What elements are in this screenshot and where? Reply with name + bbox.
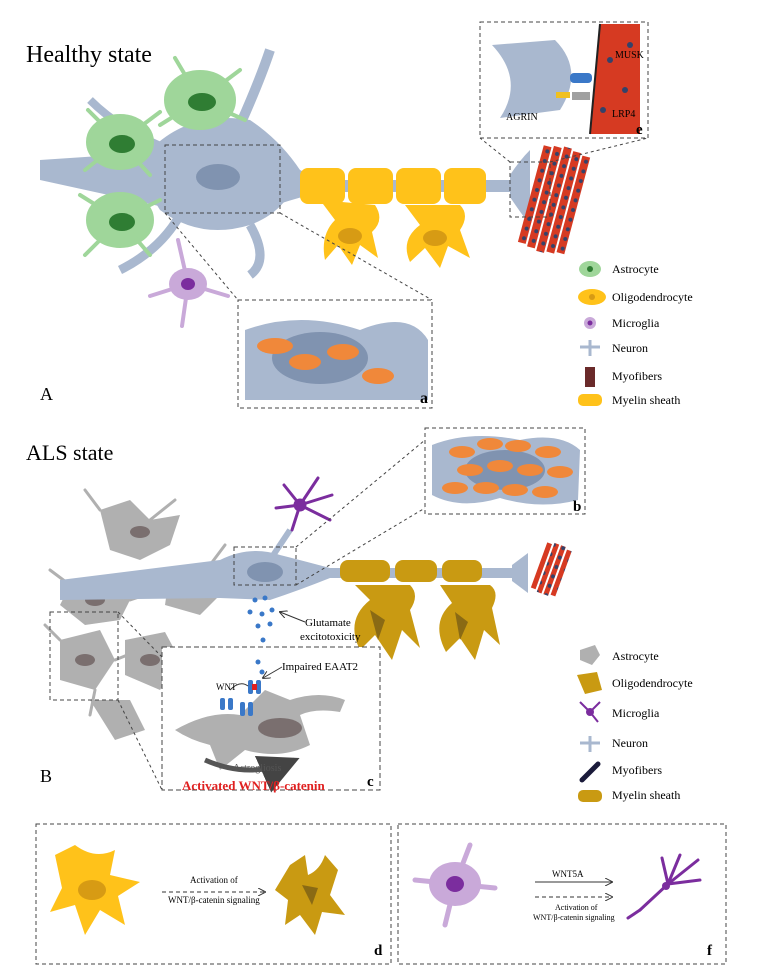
healthy-myelin (300, 168, 486, 204)
legend-a: Astrocyte Oligodendrocyte Microglia Neur… (578, 261, 693, 407)
als-microglia (274, 476, 334, 532)
als-myofiber (530, 542, 572, 597)
inset-c: WNT Impaired EAAT2 Astrogliosis Activate… (161, 646, 381, 793)
legend-b-label-2: Microglia (612, 706, 660, 720)
legend-b-label-4: Myofibers (612, 763, 662, 777)
oligodendrocyte-icon (578, 289, 606, 305)
microglia-icon (584, 317, 596, 329)
soma-highlight-box (164, 144, 281, 214)
neuron-icon (580, 340, 600, 356)
panel-f-letter: f (707, 943, 713, 959)
als-myelin (340, 560, 482, 582)
legend-a-label-2: Microglia (612, 316, 660, 330)
legend-a-label-4: Myofibers (612, 369, 662, 383)
beta-catenin-proteins-a (257, 338, 394, 384)
healthy-myofiber (517, 145, 591, 255)
healthy-oligodendrocytes (320, 200, 470, 268)
legend-a-label-0: Astrocyte (612, 262, 659, 276)
microglia-icon (579, 701, 601, 723)
legend-b-label-0: Astrocyte (612, 649, 659, 663)
myelin-icon (578, 790, 602, 802)
legend-b-label-5: Myelin sheath (612, 788, 680, 802)
als-neuron (60, 528, 528, 600)
panel-f-arrow-label-2: WNT/β-catenin signaling (533, 913, 615, 922)
panel-a-letter: A (40, 384, 53, 404)
panel-a-title: Healthy state (26, 42, 152, 68)
eaat2-receptors (220, 680, 261, 716)
inset-b: b (424, 427, 586, 515)
activated-wnt-label: Activated WNT/β-catenin (182, 778, 326, 793)
healthy-astrocytes (78, 56, 247, 257)
oligodendrocyte-icon (577, 672, 602, 694)
panel-f-arrow-label-1: Activation of (555, 903, 598, 912)
panel-d-arrow-label-1: Activation of (190, 875, 238, 885)
inset-e-letter: e (636, 122, 643, 138)
agrin-ligand (556, 92, 570, 98)
legend-b: Astrocyte Oligodendrocyte Microglia Neur… (577, 645, 693, 802)
myofiber-icon (585, 367, 595, 387)
als-oligodendrocytes (354, 585, 500, 660)
inset-e: MUSK AGRIN LRP4 e (479, 21, 649, 139)
healthy-microglia (148, 238, 230, 328)
inset-a: a (237, 299, 433, 409)
wnt-label: WNT (216, 682, 237, 692)
astrocyte-icon (580, 645, 600, 665)
inset-b-letter: b (573, 499, 581, 515)
lrp4-label: LRP4 (612, 109, 635, 120)
beta-catenin-proteins-b (442, 438, 573, 498)
panel-d-arrow-label-2: WNT/β-catenin signaling (168, 895, 260, 905)
wnt5a-label: WNT5A (552, 869, 584, 879)
astrocyte-icon (579, 261, 601, 277)
legend-a-label-3: Neuron (612, 341, 648, 355)
als-soma-box (233, 546, 297, 586)
als-astro-box (49, 611, 119, 701)
astrogliosis-label: Astrogliosis (233, 763, 281, 774)
legend-b-label-3: Neuron (612, 736, 648, 750)
neuron-icon (580, 736, 600, 752)
agrin-label: AGRIN (506, 112, 538, 123)
panel-b-letter: B (40, 766, 52, 786)
musk-label: MUSK (615, 50, 645, 61)
lrp4-receptor (572, 92, 590, 100)
myofiber-icon (579, 761, 601, 783)
panel-f: WNT5A Activation of WNT/β-catenin signal… (397, 823, 727, 965)
myelin-icon (578, 394, 602, 406)
glutamate-label-1: Glutamate (305, 617, 351, 629)
legend-a-label-5: Myelin sheath (612, 393, 680, 407)
panel-b-title: ALS state (26, 440, 113, 465)
inset-c-letter: c (367, 774, 374, 790)
legend-b-label-1: Oligodendrocyte (612, 676, 693, 690)
panel-d: Activation of WNT/β-catenin signaling d (35, 823, 392, 965)
inset-a-letter: a (420, 390, 428, 407)
nmj-highlight-box (509, 161, 551, 218)
musk-receptor (570, 73, 592, 83)
panel-d-letter: d (374, 943, 383, 959)
glutamate-label-2: excitotoxicity (300, 631, 361, 643)
legend-a-label-1: Oligodendrocyte (612, 290, 693, 304)
impaired-eaat2-label: Impaired EAAT2 (282, 661, 358, 673)
